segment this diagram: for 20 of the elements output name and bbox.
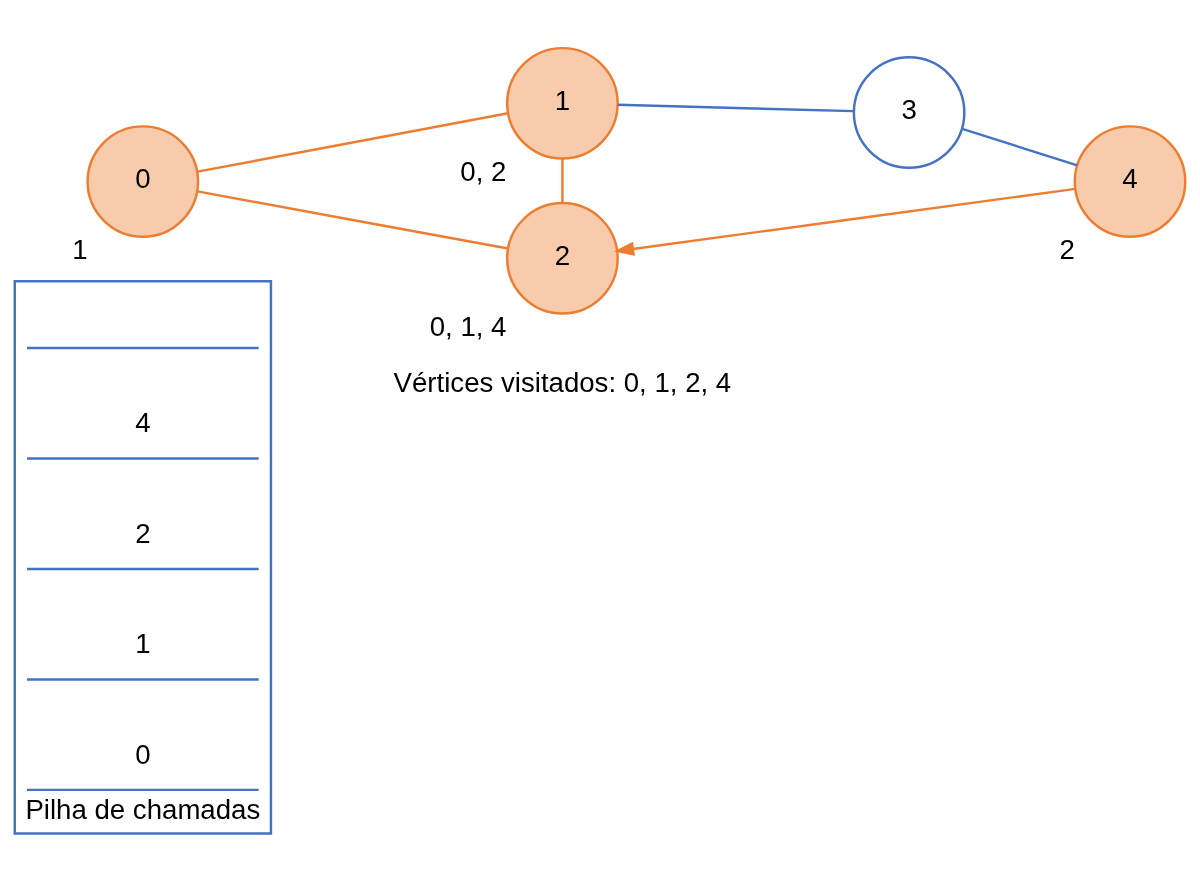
node-label: 0, 1, 4 <box>429 310 507 342</box>
connector <box>961 127 1078 167</box>
node-text: 0 <box>135 738 151 770</box>
connector <box>617 103 854 112</box>
arrow <box>613 187 1076 256</box>
connector <box>197 189 509 250</box>
node-circle: 4 <box>1073 124 1187 238</box>
node-label: 1 <box>72 233 88 265</box>
node-label: 0, 2 <box>460 155 507 187</box>
node-text: 4 <box>135 406 151 438</box>
label: Vértices visitados: 0, 1, 2, 4 <box>393 366 732 398</box>
node-label: 2 <box>1059 233 1075 265</box>
node-circle: 0 <box>86 124 200 238</box>
node-circle: 1 <box>505 46 619 160</box>
node-text: 2 <box>135 517 151 549</box>
node-text: 1 <box>135 627 151 659</box>
connector <box>197 111 509 173</box>
node-circle: 3 <box>852 55 966 169</box>
node-circle: 2 <box>505 201 619 315</box>
connector <box>561 158 564 203</box>
